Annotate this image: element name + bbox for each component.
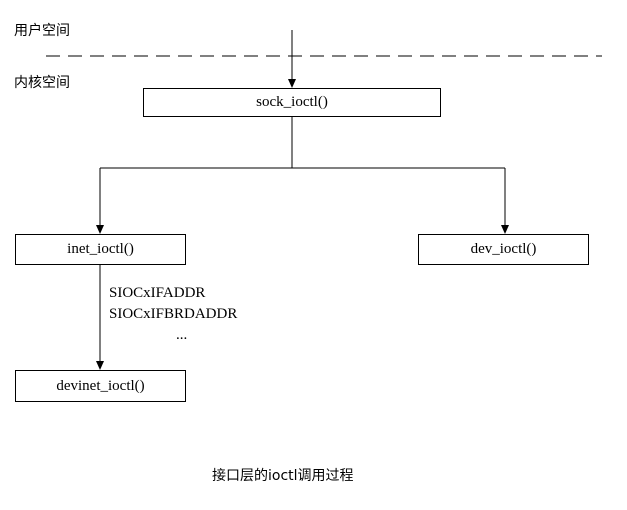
sock-ioctl-label: sock_ioctl() xyxy=(256,94,328,110)
sock-ioctl-node: sock_ioctl() xyxy=(143,88,441,117)
inet-ioctl-label: inet_ioctl() xyxy=(67,241,134,257)
edge-label-siocxifbrdaddr: SIOCxIFBRDADDR xyxy=(109,306,238,322)
inet-ioctl-node: inet_ioctl() xyxy=(15,234,186,265)
dev-ioctl-node: dev_ioctl() xyxy=(418,234,589,265)
dev-ioctl-label: dev_ioctl() xyxy=(470,241,537,257)
edge-label-siocxifaddr: SIOCxIFADDR xyxy=(109,285,206,301)
devinet-ioctl-node: devinet_ioctl() xyxy=(15,370,186,402)
kernel-space-label: 内核空间 xyxy=(14,75,70,91)
user-space-label: 用户空间 xyxy=(14,23,70,39)
devinet-ioctl-label: devinet_ioctl() xyxy=(56,377,145,394)
diagram-caption: 接口层的ioctl调用过程 xyxy=(212,468,354,484)
edge-label-ellipsis: ... xyxy=(176,327,188,343)
